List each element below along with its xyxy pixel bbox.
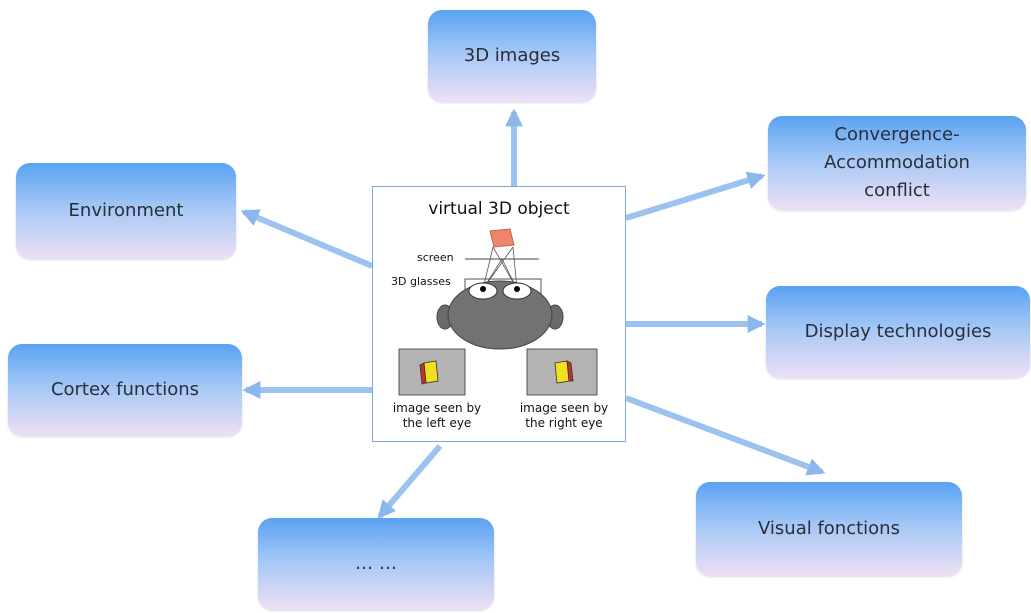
box-convergence-line-2: Accommodation [824,152,970,173]
left-eye-caption: image seen by the left eye [375,401,499,431]
box-visual-label: Visual fonctions [758,518,900,539]
box-environment: Environment [16,163,236,259]
center-title: virtual 3D object [428,199,570,219]
box-convergence-line-3: conflict [864,180,930,201]
left-eye-caption-line-2: the left eye [402,416,472,430]
box-cortex-functions: Cortex functions [8,344,242,436]
box-3d-images-label: 3D images [463,45,561,66]
screen-label: screen [417,251,454,264]
box-environment-label: Environment [68,200,184,221]
right-eye-caption-line-1: image seen by [519,401,609,415]
right-eye-caption: image seen by the right eye [503,401,625,431]
box-convergence-accommodation: Convergence- Accommodation conflict [768,116,1026,210]
box-display-label: Display technologies [804,321,992,342]
box-ellipsis-label: … … [355,553,397,574]
box-3d-images: 3D images [428,10,596,102]
box-visual-fonctions: Visual fonctions [696,482,962,576]
right-eye-caption-line-2: the right eye [525,416,603,430]
virtual-object-icon [489,228,515,248]
box-cortex-label: Cortex functions [50,379,200,400]
box-ellipsis: … … [258,518,494,610]
stereo-vision-illustration: virtual 3D object [372,186,626,442]
arrow-to-ellipsis [377,444,443,519]
arrow-to-convergence [625,171,766,221]
left-eye-caption-line-1: image seen by [392,401,482,415]
box-display-technologies: Display technologies [766,286,1030,378]
arrow-to-visual [624,395,826,476]
arrow-to-environment [240,209,374,269]
glasses-label: 3D glasses [391,275,451,288]
box-convergence-line-1: Convergence- [834,124,960,145]
head-and-glasses-drawing [398,228,598,396]
